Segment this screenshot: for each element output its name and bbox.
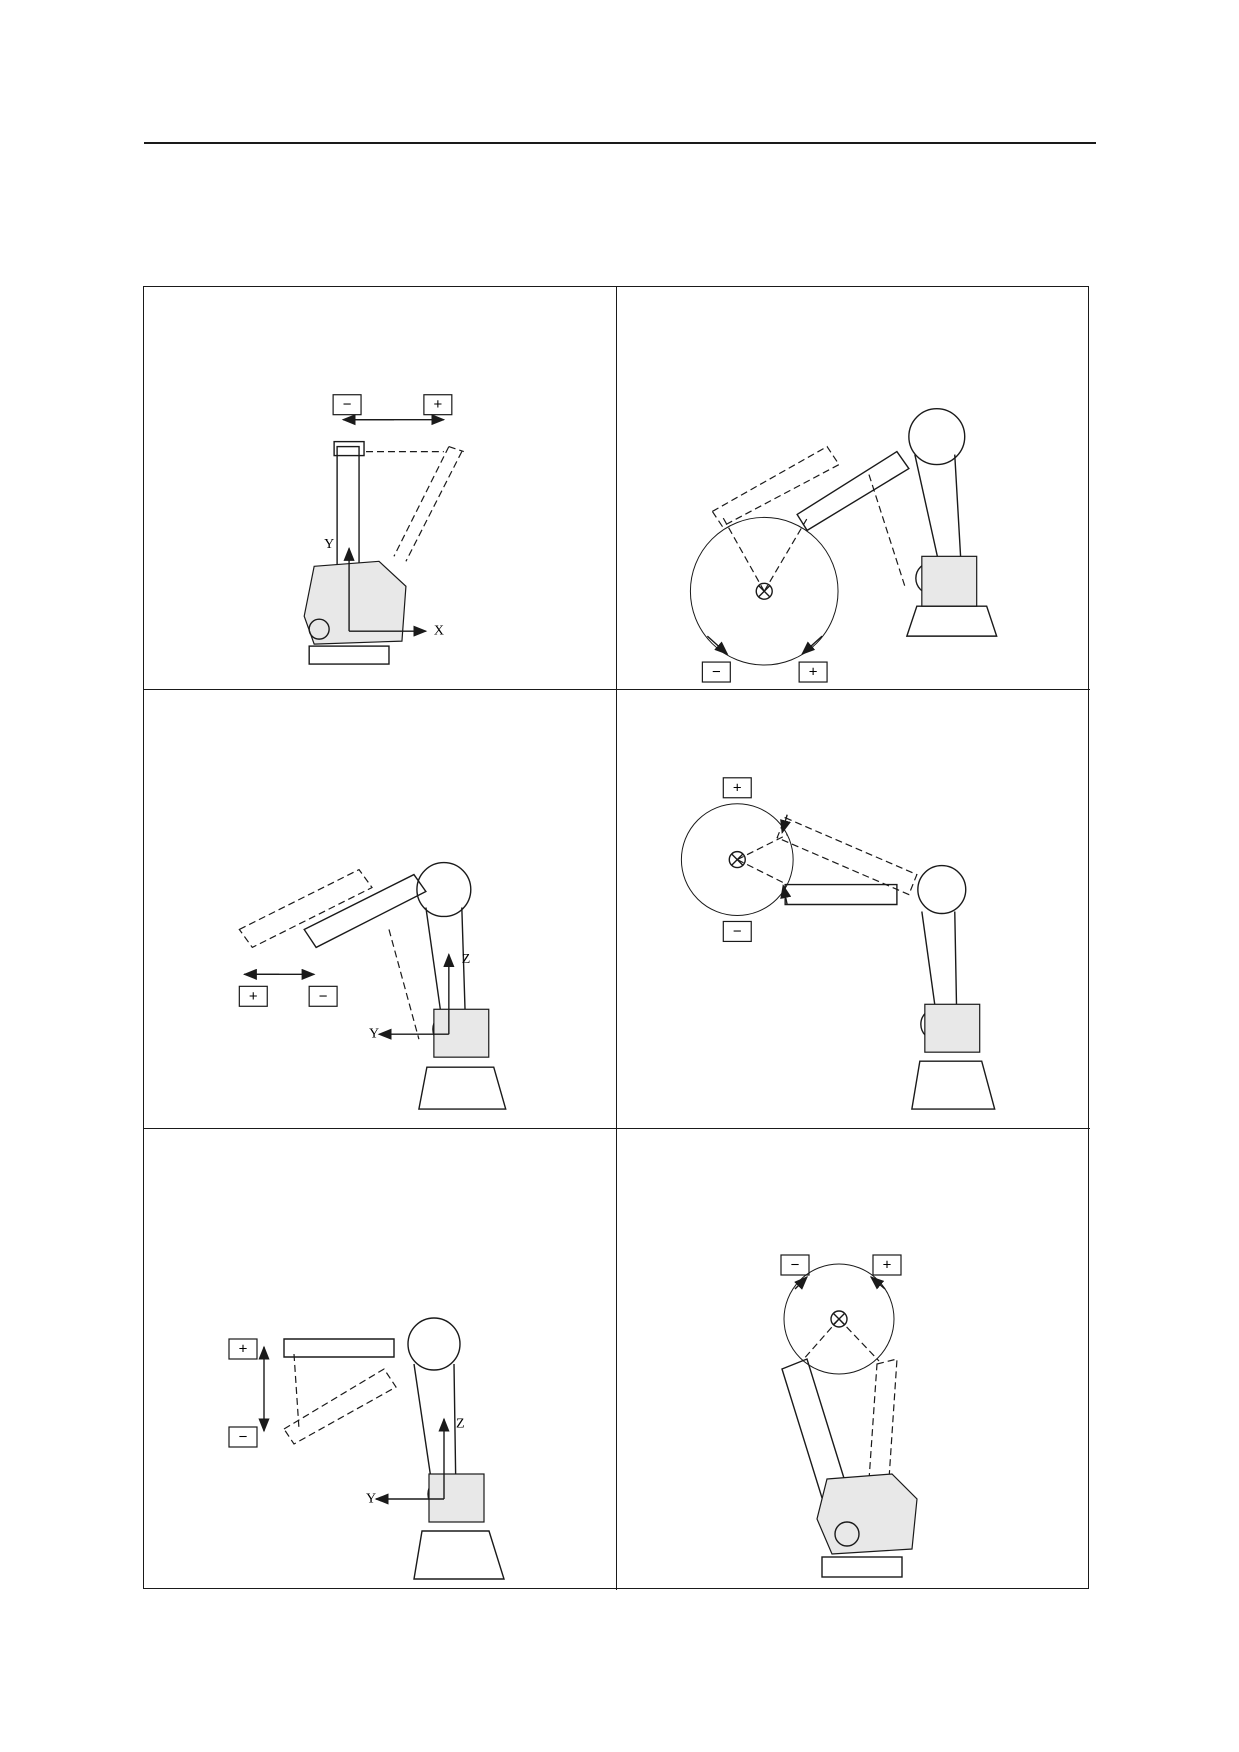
header-rule	[144, 142, 1096, 144]
wrist-head	[333, 440, 365, 457]
ghost-link-line	[293, 1353, 300, 1430]
rotation-sweep-lines	[721, 516, 808, 592]
ghost-arm	[393, 446, 464, 562]
axis-y-label: Y	[366, 1492, 376, 1507]
minus-rotation-arrow	[794, 1276, 808, 1290]
robot-base	[821, 1556, 903, 1578]
ghost-forearm	[776, 816, 918, 896]
panel-rotation-about-x: − +	[617, 287, 1090, 690]
panel-x-translation: − + Y X	[144, 287, 617, 690]
minus-button-box	[701, 661, 731, 683]
minus-button-box	[308, 985, 338, 1007]
ghost-forearm	[283, 1368, 397, 1445]
plus-label: +	[733, 779, 742, 796]
robot-base	[308, 645, 390, 665]
robot-body	[816, 1473, 918, 1555]
rotation-axis-marker	[830, 1310, 848, 1328]
plus-button-box	[228, 1338, 258, 1360]
ghost-upper-arm	[388, 929, 420, 1040]
upper-arm	[921, 911, 958, 1020]
axis-x-label: X	[434, 624, 444, 639]
plus-label: +	[249, 988, 258, 1005]
plus-button-box	[872, 1254, 902, 1276]
rotation-sweep-lines	[801, 1318, 880, 1362]
ghost-forearm	[238, 868, 373, 949]
elbow-housing	[908, 407, 966, 466]
plus-button-box	[238, 985, 268, 1007]
axis-z-label: Z	[462, 952, 471, 967]
elbow-housing	[416, 861, 472, 918]
minus-button-box	[228, 1426, 258, 1448]
plus-label: +	[883, 1257, 892, 1274]
robot-side-view-y-jog: + − Z Y	[238, 861, 507, 1110]
rotation-sweep-lines	[736, 834, 788, 886]
ghost-forearm	[711, 445, 840, 528]
minus-label: −	[239, 1429, 248, 1446]
minus-button-box	[722, 920, 752, 943]
robot-base	[911, 1060, 996, 1110]
axis-y-label: Y	[369, 1027, 379, 1042]
rotation-axis-marker	[728, 850, 746, 869]
robot-base	[905, 605, 998, 637]
axis-z-label: Z	[456, 1417, 465, 1432]
plus-label: +	[433, 396, 442, 413]
ghost-upper-arm	[868, 474, 906, 587]
rotation-circle	[689, 516, 839, 666]
robot-body	[433, 1008, 490, 1058]
minus-label: −	[319, 988, 328, 1005]
robot-side-view-z-jog: + − Z Y	[228, 1317, 505, 1580]
panel-z-translation: + − Z Y	[144, 1129, 617, 1590]
plus-button-box	[722, 777, 752, 799]
robot-front-view-rz-jog: − +	[780, 1254, 918, 1578]
minus-label: −	[712, 664, 721, 681]
rotation-circle	[680, 803, 794, 916]
panel-rotation-about-y: + −	[617, 690, 1090, 1129]
panel-y-translation: + − Z Y	[144, 690, 617, 1129]
forearm	[303, 873, 427, 949]
joint-circle	[834, 1521, 860, 1547]
elbow-housing	[407, 1317, 461, 1371]
forearm	[283, 1338, 395, 1358]
robot-side-view-rx-jog: − +	[689, 407, 998, 683]
plus-label: +	[809, 664, 818, 681]
joint-circle	[308, 618, 330, 640]
robot-body	[303, 560, 407, 645]
minus-rotation-arrow	[706, 635, 729, 656]
panel-rotation-about-z: − +	[617, 1129, 1090, 1590]
forearm	[784, 883, 898, 906]
robot-body	[428, 1473, 485, 1523]
elbow-housing	[917, 864, 967, 915]
robot-base	[418, 1066, 507, 1110]
rotation-axis-marker	[755, 582, 773, 600]
jog-direction-figure-grid: − + Y X	[143, 286, 1090, 1590]
minus-button-box	[780, 1254, 810, 1276]
plus-label: +	[239, 1341, 248, 1358]
robot-base	[413, 1530, 505, 1580]
minus-label: −	[343, 396, 352, 413]
plus-rotation-arrow	[801, 635, 823, 656]
axis-y-label: Y	[324, 537, 334, 552]
forearm	[796, 450, 910, 532]
robot-front-view-x-jog: − + Y X	[303, 394, 464, 665]
robot-body	[921, 555, 978, 607]
robot-side-view-ry-jog: + −	[680, 777, 996, 1110]
plus-rotation-arrow	[869, 1276, 886, 1290]
plus-button-box	[798, 661, 828, 683]
robot-body	[924, 1003, 981, 1053]
upper-arm	[336, 445, 360, 577]
minus-label: −	[733, 923, 742, 940]
rotation-circle	[783, 1263, 895, 1375]
minus-label: −	[791, 1257, 800, 1274]
